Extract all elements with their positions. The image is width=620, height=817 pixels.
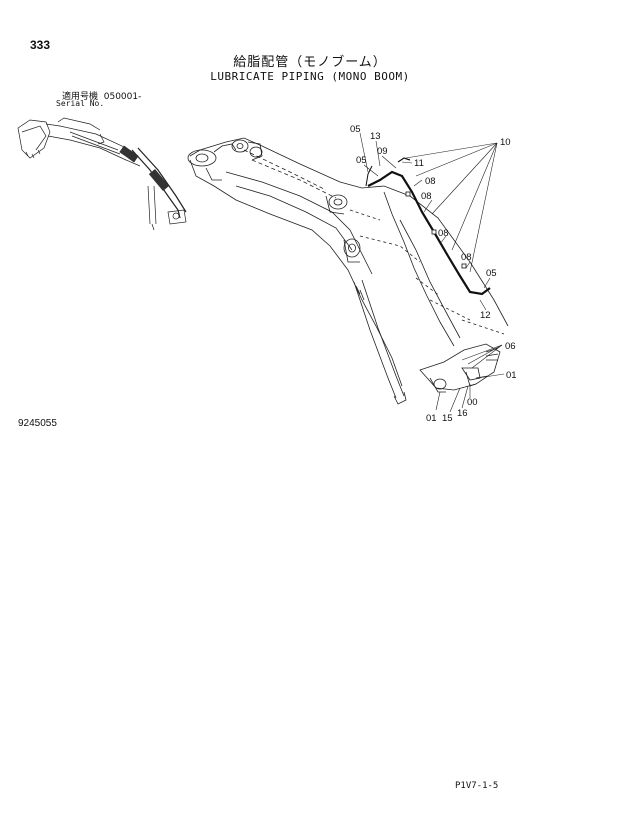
callout-08-b: 08 — [421, 191, 432, 202]
callout-06: 06 — [505, 341, 516, 352]
callout-12: 12 — [480, 310, 491, 321]
callout-labels: 05 13 05 09 11 08 08 08 08 10 05 12 06 0… — [350, 124, 517, 424]
callout-16: 16 — [457, 408, 468, 419]
callout-08-a: 08 — [425, 176, 436, 187]
boom-drawing — [187, 137, 509, 405]
callout-05-right: 05 — [486, 268, 497, 279]
callout-11: 11 — [414, 158, 424, 169]
callout-05-top: 05 — [350, 124, 361, 135]
serial-value: 050001- — [103, 92, 142, 102]
title-japanese: 給脂配管（モノブーム） — [233, 55, 387, 70]
serial-label-english: Serial No. — [56, 99, 105, 108]
callout-01-bottom: 01 — [426, 413, 437, 424]
callout-15: 15 — [442, 413, 453, 424]
callout-05-mid: 05 — [356, 155, 367, 166]
page-number: 333 — [30, 38, 51, 52]
serial-label-jp-text: 適用号機 — [62, 92, 99, 102]
title-english: LUBRICATE PIPING (MONO BOOM) — [210, 70, 410, 83]
callout-13: 13 — [370, 131, 381, 142]
footer-code: P1V7-1-5 — [455, 781, 499, 791]
callout-08-d: 08 — [461, 252, 472, 263]
lubricate-hose — [365, 157, 491, 296]
callout-09: 09 — [377, 146, 388, 157]
leader-lines — [359, 132, 505, 413]
excavator-thumbnail — [17, 117, 187, 231]
callout-10: 10 — [500, 137, 511, 148]
serial-label-japanese: 適用号機 050001- — [62, 89, 141, 102]
callout-01-right: 01 — [506, 370, 517, 381]
drawing-number: 9245055 — [18, 418, 57, 429]
callout-08-c: 08 — [438, 228, 449, 239]
callout-00: 00 — [467, 397, 478, 408]
